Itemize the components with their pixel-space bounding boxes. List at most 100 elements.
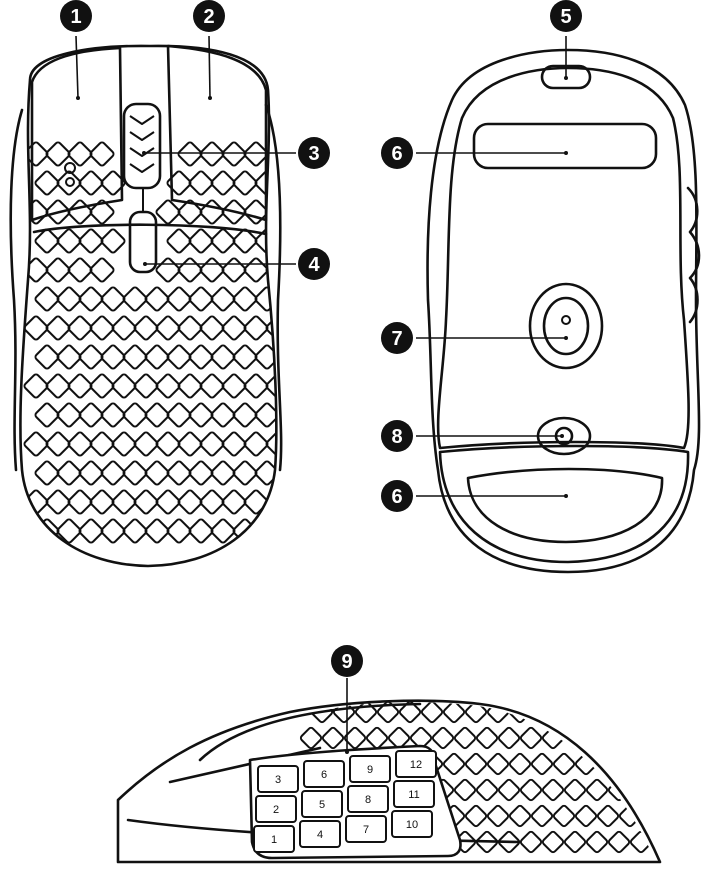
- side-button-9-label: 9: [367, 764, 373, 776]
- honeycomb-cell: [608, 831, 631, 854]
- honeycomb-cell: [122, 402, 147, 427]
- side-button-4-label: 4: [317, 829, 323, 841]
- callout-2-label: 2: [203, 6, 214, 28]
- honeycomb-cell: [100, 402, 125, 427]
- honeycomb-cell: [67, 431, 92, 456]
- honeycomb-cell: [89, 257, 114, 282]
- cpi-button: [130, 212, 156, 272]
- honeycomb-cell: [155, 315, 180, 340]
- honeycomb-cell: [100, 460, 125, 485]
- honeycomb-cell: [111, 315, 136, 340]
- honeycomb-cell: [575, 753, 598, 776]
- honeycomb-cell: [243, 315, 268, 340]
- honeycomb-cell: [564, 779, 587, 802]
- side-button-2-label: 2: [273, 804, 279, 816]
- honeycomb-cell: [155, 257, 180, 282]
- bottom-glide-pad: [468, 469, 662, 542]
- honeycomb-cell: [78, 170, 103, 195]
- honeycomb-cell: [575, 805, 598, 828]
- honeycomb-cell: [177, 315, 202, 340]
- honeycomb-cell: [45, 257, 70, 282]
- honeycomb-cell: [232, 344, 257, 369]
- honeycomb-cell: [111, 373, 136, 398]
- honeycomb-cell: [188, 402, 213, 427]
- sensor-ring-inner: [544, 298, 588, 354]
- honeycomb-cell: [133, 489, 158, 514]
- honeycomb-cell: [630, 779, 653, 802]
- callout-4-label: 4: [308, 254, 320, 276]
- honeycomb-cell: [564, 831, 587, 854]
- honeycomb-cell: [177, 431, 202, 456]
- honeycomb-cell: [221, 431, 246, 456]
- honeycomb-cell: [232, 286, 257, 311]
- scroll-wheel-treads: [130, 116, 154, 172]
- honeycomb-cell: [575, 701, 598, 724]
- honeycomb-cell: [144, 344, 169, 369]
- honeycomb-cell: [421, 701, 444, 724]
- honeycomb-cell: [553, 805, 576, 828]
- honeycomb-cell: [276, 518, 301, 543]
- honeycomb-cell: [23, 199, 48, 224]
- honeycomb-cell: [34, 402, 59, 427]
- honeycomb-cell: [520, 779, 543, 802]
- honeycomb-cell: [155, 431, 180, 456]
- honeycomb-cell: [232, 170, 257, 195]
- honeycomb-cell: [199, 141, 224, 166]
- honeycomb-cell: [67, 315, 92, 340]
- honeycomb-cell: [144, 286, 169, 311]
- top-glide-pad: [474, 124, 656, 168]
- honeycomb-cell: [366, 727, 389, 750]
- honeycomb-cell: [100, 518, 125, 543]
- honeycomb-cell: [232, 402, 257, 427]
- honeycomb-cell: [122, 518, 147, 543]
- honeycomb-cell: [531, 805, 554, 828]
- honeycomb-cell: [144, 460, 169, 485]
- honeycomb-cell: [45, 489, 70, 514]
- callout-5-label: 5: [560, 6, 571, 28]
- honeycomb-cell: [265, 199, 290, 224]
- honeycomb-cell: [199, 199, 224, 224]
- mouse-bottom-view: [428, 50, 699, 572]
- honeycomb-cell: [188, 170, 213, 195]
- honeycomb-cell: [67, 373, 92, 398]
- honeycomb-cell: [56, 228, 81, 253]
- honeycomb-cell: [476, 727, 499, 750]
- honeycomb-cell: [498, 727, 521, 750]
- honeycomb-cell: [465, 805, 488, 828]
- callout-6-top-label: 6: [391, 143, 402, 165]
- honeycomb-top: [23, 141, 301, 543]
- honeycomb-cell: [300, 727, 323, 750]
- honeycomb-cell: [586, 831, 609, 854]
- honeycomb-cell: [221, 315, 246, 340]
- honeycomb-cell: [133, 431, 158, 456]
- honeycomb-cell: [45, 373, 70, 398]
- honeycomb-cell: [78, 460, 103, 485]
- callout-6-top: 6: [381, 137, 413, 169]
- callout-6-bottom-label: 6: [391, 486, 402, 508]
- honeycomb-cell: [542, 779, 565, 802]
- mouse-top-view: [11, 46, 302, 566]
- honeycomb-cell: [133, 373, 158, 398]
- honeycomb-cell: [23, 431, 48, 456]
- honeycomb-cell: [531, 753, 554, 776]
- honeycomb-cell: [597, 805, 620, 828]
- honeycomb-cell: [56, 402, 81, 427]
- honeycomb-cell: [166, 344, 191, 369]
- honeycomb-cell: [188, 228, 213, 253]
- honeycomb-cell: [34, 460, 59, 485]
- callout-7-label: 7: [391, 328, 402, 350]
- side-button-12-label: 12: [410, 759, 422, 771]
- honeycomb-cell: [476, 779, 499, 802]
- callout-6-bottom: 6: [381, 480, 413, 512]
- honeycomb-cell: [199, 257, 224, 282]
- bottom-body-outline: [428, 50, 699, 572]
- side-button-10-label: 10: [406, 819, 418, 831]
- honeycomb-cell: [89, 315, 114, 340]
- side-button-3-label: 3: [275, 774, 281, 786]
- honeycomb-cell: [67, 489, 92, 514]
- honeycomb-cell: [322, 727, 345, 750]
- scroll-wheel: [124, 104, 160, 188]
- honeycomb-cell: [221, 373, 246, 398]
- sensor-ring-outer: [530, 284, 602, 368]
